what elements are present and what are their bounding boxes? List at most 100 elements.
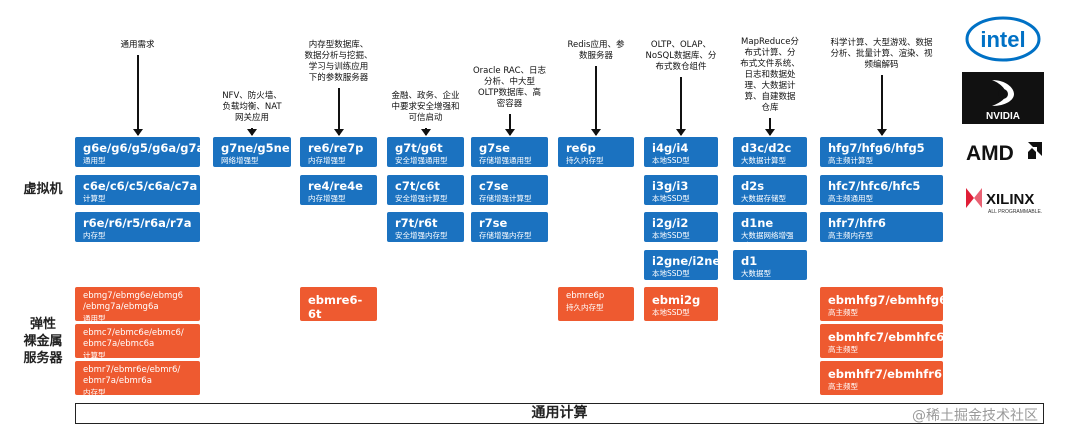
instance-family-name: g7ne/g5ne	[221, 141, 290, 155]
instance-type-label: 内存型	[83, 388, 106, 395]
bare-metal-instance-card[interactable]: ebmre6-6t内存增强型	[300, 287, 377, 321]
instance-type-label: 本地SSD型	[652, 308, 690, 317]
intel-logo-text: intel	[980, 27, 1025, 52]
instance-family-name: ebmre6p	[566, 291, 605, 301]
amd-logo: AMD	[962, 132, 1044, 172]
scenario-text: 科学计算、大型游戏、数据 分析、批量计算、渲染、视 频编解码	[830, 38, 933, 70]
instance-family-name: i4g/i4	[652, 141, 689, 155]
watermark: @稀土掘金技术社区	[912, 408, 1038, 424]
instance-family-name: hfg7/hfg6/hfg5	[828, 141, 925, 155]
scenario-arrow	[504, 114, 515, 136]
nvidia-logo: NVIDIA	[962, 72, 1044, 124]
instance-family-name: c7t/c6t	[395, 179, 440, 193]
instance-family-name: ebmre6-6t	[308, 293, 363, 321]
scenario-arrow	[420, 128, 431, 136]
scenario-text: NFV、防火墙、 负载均衡、NAT 网关应用	[222, 91, 282, 123]
instance-type-label: 本地SSD型	[652, 194, 690, 203]
instance-family-name: d2s	[741, 179, 765, 193]
instance-type-label: 高主频型	[828, 382, 858, 391]
instance-family-name: i2g/i2	[652, 216, 689, 230]
instance-type-label: 安全增强内存型	[395, 231, 448, 240]
instance-type-label: 本地SSD型	[652, 269, 690, 278]
instance-type-label: 大数据计算型	[741, 156, 786, 165]
instance-family-name: g7se	[479, 141, 510, 155]
instance-type-label: 持久内存型	[566, 156, 604, 165]
nvidia-logo-text: NVIDIA	[986, 111, 1020, 122]
instance-family-name: d1ne	[741, 216, 774, 230]
scenario-text: 内存型数据库、 数据分析与挖掘、 学习与训练应用 下的参数服务器	[304, 40, 373, 83]
instance-family-name: ebmi2g	[652, 293, 701, 307]
instance-type-label: 高主频型	[828, 345, 858, 354]
scenario-text: Redis应用、参 数服务器	[567, 40, 625, 61]
amd-logo-text: AMD	[966, 142, 1014, 165]
instance-family-name: r7t/r6t	[395, 216, 438, 230]
instance-type-label: 存储增强计算型	[479, 194, 532, 203]
instance-family-name: ebmc7/ebmc6e/ebmc6/ ebmc7a/ebmc6a	[83, 328, 184, 349]
instance-type-label: 高主频内存型	[828, 231, 873, 240]
instance-family-name: d1	[741, 254, 758, 268]
instance-type-label: 高主频计算型	[828, 156, 873, 165]
instance-family-name: d3c/d2c	[741, 141, 792, 155]
scenario-arrow	[333, 88, 344, 136]
scenario-arrow	[247, 128, 257, 136]
scenario-text: OLTP、OLAP、 NoSQL数据库、分 布式数仓组件	[645, 40, 717, 72]
instance-type-label: 大数据网络增强型	[741, 231, 794, 242]
instance-family-name: c7se	[479, 179, 509, 193]
xilinx-logo: XILINX ALL PROGRAMMABLE.	[962, 182, 1044, 218]
instance-family-name: r6e/r6/r5/r6a/r7a	[83, 216, 192, 230]
instance-type-label: 大数据型	[741, 269, 771, 278]
intel-logo: intel	[962, 12, 1044, 66]
instance-type-label: 持久内存型	[566, 303, 604, 312]
instance-family-name: ebmhfr7/ebmhfr6	[828, 367, 942, 381]
instance-type-label: 大数据存储型	[741, 194, 786, 203]
instance-type-label: 内存型	[83, 231, 106, 240]
instance-family-name: g7t/g6t	[395, 141, 443, 155]
instance-family-name: ebmg7/ebmg6e/ebmg6 /ebmg7a/ebmg6a	[83, 291, 184, 312]
bare-metal-instance-card[interactable]: ebmre6p 持久内存型	[558, 287, 634, 321]
instance-family-name: re6/re7p	[308, 141, 364, 155]
instance-type-label: 计算型	[83, 351, 106, 358]
vm-instance-card[interactable]: d1ne大数据网络增强型	[733, 212, 807, 242]
scenario-arrow	[132, 55, 143, 136]
instance-family-name: re6p	[566, 141, 596, 155]
scenario-text: 金融、政务、企业 中要求安全增强和 可信启动	[391, 91, 460, 123]
instance-family-name: hfr7/hfr6	[828, 216, 886, 230]
instance-family-name: re4/re4e	[308, 179, 363, 193]
scenario-text: 通用需求	[120, 40, 155, 50]
instance-family-name: c6e/c6/c5/c6a/c7a	[83, 179, 198, 193]
instance-type-label: 存储增强通用型	[479, 156, 532, 165]
instance-family-name: ebmr7/ebmr6e/ebmr6/ ebmr7a/ebmr6a	[83, 365, 181, 386]
bare-metal-instance-card[interactable]: ebmc7/ebmc6e/ebmc6/ ebmc7a/ebmc6a 计算型	[75, 324, 200, 358]
instance-type-label: 通用型	[83, 156, 106, 165]
instance-type-label: 内存增强型	[308, 194, 346, 203]
bare-metal-instance-card[interactable]: ebmr7/ebmr6e/ebmr6/ ebmr7a/ebmr6a 内存型	[75, 361, 200, 395]
